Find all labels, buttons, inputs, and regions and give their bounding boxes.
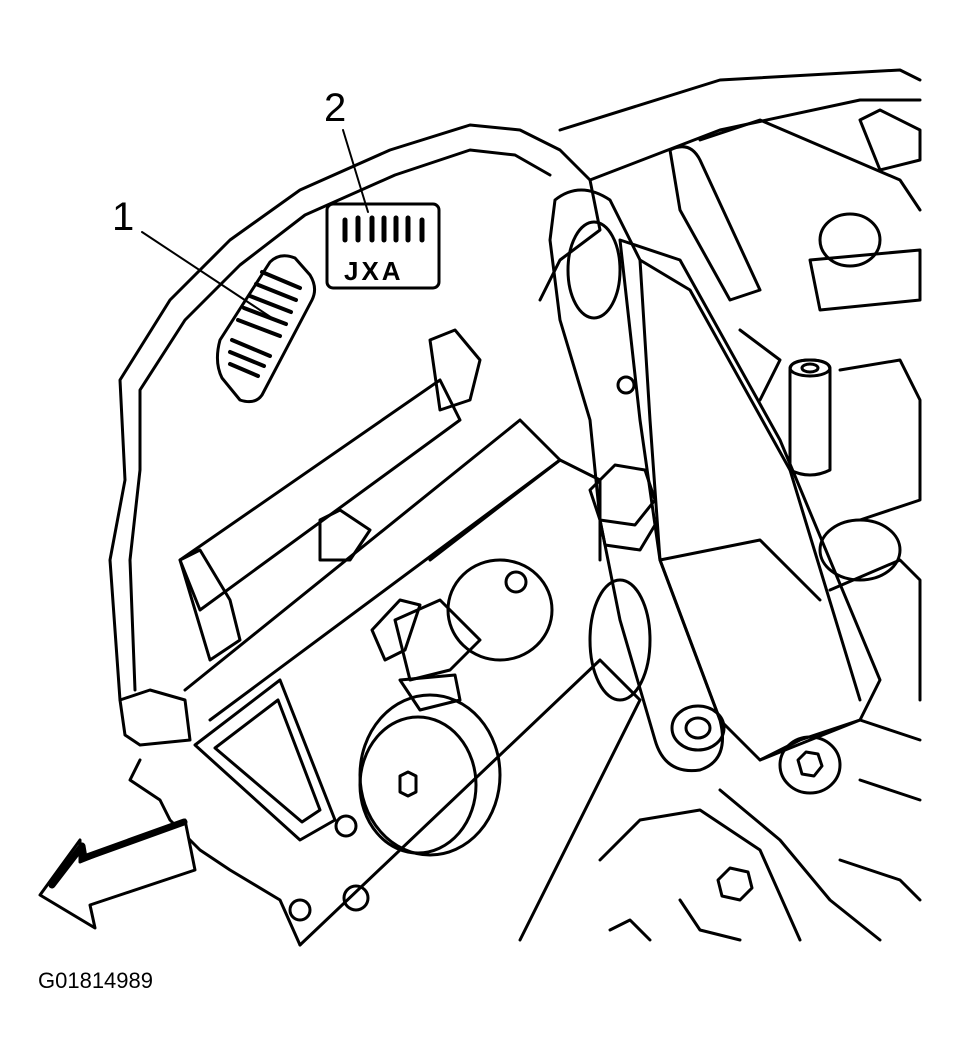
housing-outline [108, 123, 602, 702]
casting-hole-1 [334, 814, 358, 838]
front-direction-arrow [38, 818, 197, 930]
camshaft-position-sensor [370, 558, 554, 712]
right-engine-components [558, 68, 922, 702]
left-lower-block [118, 688, 192, 747]
triangular-plate [193, 678, 337, 842]
callout-2-leader [342, 129, 369, 213]
housing-rib-upper [178, 378, 462, 612]
idler-pulley [358, 693, 502, 857]
mounting-bracket [548, 188, 726, 773]
housing-rib-tab-3 [178, 548, 242, 662]
strut-arm [588, 238, 882, 762]
lower-right-components [598, 718, 922, 942]
figure-id: G01814989 [38, 968, 153, 993]
callout-2-number: 2 [324, 86, 347, 130]
housing-rib-lower [183, 418, 562, 722]
casting-hole-2 [342, 884, 370, 912]
housing-rib-tab-1 [318, 508, 372, 562]
casting-diagonal-1 [298, 658, 642, 947]
broadcast-code-text: JXA [344, 256, 404, 286]
bracket-bolt [588, 463, 657, 552]
triangular-plate-inner [213, 698, 322, 824]
housing-rib-tab-2 [428, 328, 482, 412]
broadcast-code-label [325, 202, 441, 290]
casting-diagonal-2 [428, 458, 602, 562]
casting-hole-3 [288, 898, 312, 922]
housing-inner-edge [128, 148, 552, 692]
callout-1-number: 1 [112, 195, 135, 239]
barcode-label [215, 254, 317, 404]
callout-1-leader [141, 231, 273, 319]
